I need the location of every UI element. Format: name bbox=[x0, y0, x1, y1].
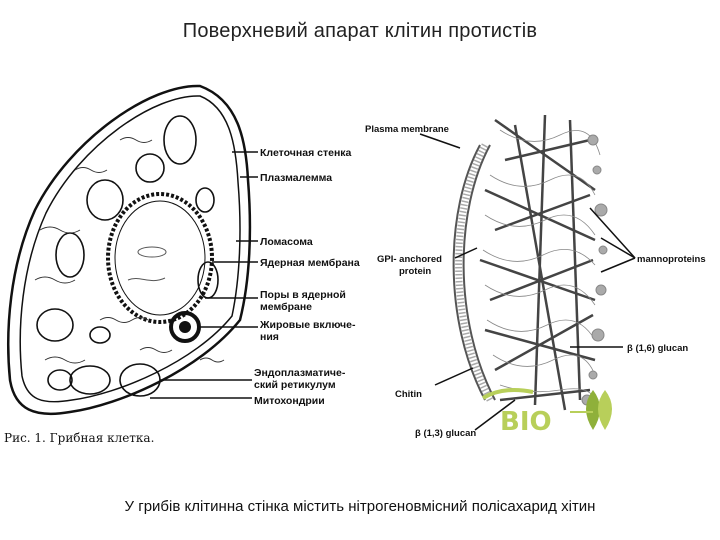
label-plasma-membrane: Plasma membrane bbox=[365, 124, 449, 135]
label-pores-2: мембране bbox=[260, 301, 312, 313]
figure-caption: Рис. 1. Грибная клетка. bbox=[4, 431, 154, 445]
label-lipid-2: ния bbox=[260, 331, 279, 343]
lipid-droplet bbox=[169, 311, 201, 343]
label-lipid-1: Жировые включе- bbox=[259, 319, 356, 331]
cell-wall-structure-diagram: Plasma membrane GPI- anchored protein ma… bbox=[365, 114, 706, 439]
page-caption: У грибів клітинна стінка містить нітроге… bbox=[124, 498, 596, 515]
mannoproteins bbox=[581, 134, 608, 406]
label-nuclear-membrane: Ядерная мембрана bbox=[260, 257, 360, 269]
label-glucan16: β (1,6) glucan bbox=[627, 343, 688, 354]
bio-logo-text: BIO bbox=[500, 407, 552, 437]
label-mannoproteins: mannoproteins bbox=[637, 254, 706, 265]
label-er-1: Эндоплазматиче- bbox=[254, 367, 346, 379]
label-gpi-2: protein bbox=[399, 266, 431, 277]
label-plasmalemma: Плазмалемма bbox=[260, 172, 332, 184]
label-chitin: Chitin bbox=[395, 389, 422, 400]
label-lomasome: Ломасома bbox=[260, 236, 313, 248]
arrows bbox=[419, 133, 636, 431]
nucleus bbox=[106, 192, 214, 324]
label-glucan13: β (1,3) glucan bbox=[415, 428, 476, 439]
plasma-membrane bbox=[452, 143, 496, 402]
page-title: Поверхневий апарат клітин протистів bbox=[182, 20, 538, 42]
leader-lines bbox=[150, 151, 258, 399]
label-er-2: ский ретикулум bbox=[254, 379, 336, 391]
er-membranes bbox=[34, 137, 225, 364]
bio-logo: BIO bbox=[481, 388, 612, 437]
label-cell-wall: Клеточная стенка bbox=[260, 147, 352, 159]
glucan-mesh bbox=[479, 114, 596, 411]
label-mitochondria: Митохондрии bbox=[254, 395, 325, 407]
cell-outline bbox=[7, 84, 252, 416]
label-gpi-1: GPI- anchored bbox=[377, 254, 442, 265]
label-pores-1: Поры в ядерной bbox=[260, 289, 346, 301]
fungal-cell-diagram: Клеточная стенка Плазмалемма Ломасома Яд… bbox=[4, 84, 360, 445]
